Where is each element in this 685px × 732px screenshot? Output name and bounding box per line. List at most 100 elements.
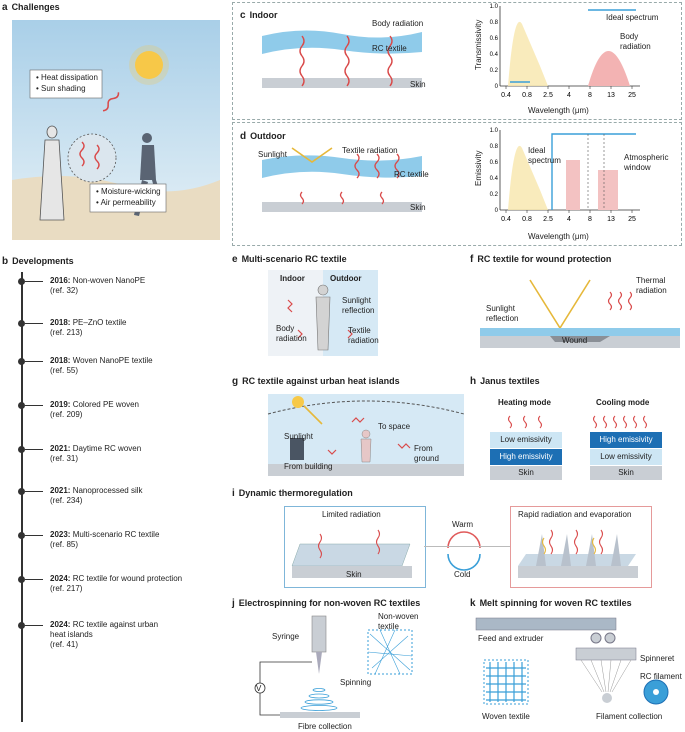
person-robed-icon [39, 125, 65, 221]
e-textile: Textile [348, 326, 371, 335]
chart-x-tick-label: 25 [628, 216, 636, 223]
chart-y-tick-label: 0.8 [490, 144, 499, 150]
sun-icon [135, 51, 163, 79]
chart1-body-label: Body [620, 32, 639, 41]
chart2-ideal2: spectrum [528, 156, 561, 165]
e-indoor: Indoor [280, 274, 305, 283]
chart-y-tick-label: 0.4 [490, 176, 499, 182]
chart-x-tick-label: 0.4 [501, 216, 511, 223]
label-body-radiation: Body radiation [372, 19, 424, 28]
chart2-ylabel: Emissivity [474, 150, 483, 186]
chart2-atm1: Atmospheric [624, 153, 669, 162]
solar-spectrum-area [508, 145, 548, 210]
i-left-scene [291, 529, 412, 578]
i-warm: Warm [452, 520, 474, 529]
g-to-space: To space [378, 422, 411, 431]
timeline-item: 2021: Nanoprocessed silk(ref. 234) [50, 486, 143, 505]
panel-c-textile [262, 30, 422, 88]
i-left-box [284, 506, 426, 588]
chart-x-tick-label: 4 [567, 216, 571, 223]
panel-a-scene [12, 20, 220, 240]
timeline-dot [18, 576, 25, 583]
timeline-item: 2021: Daytime RC woven(ref. 31) [50, 444, 142, 463]
label-moisture: • Moisture-wicking [96, 187, 161, 196]
chart2-atm2: window [624, 163, 651, 172]
timeline-dot [18, 446, 25, 453]
e-body: Body [276, 324, 295, 333]
person-icon [315, 284, 331, 351]
j-spinning: Spinning [340, 678, 372, 687]
extruder-icon [475, 617, 617, 631]
timeline-tick [25, 323, 43, 324]
cycle-arrows-icon [447, 531, 481, 571]
i-connector [424, 546, 510, 547]
panel-j-scene [254, 615, 413, 718]
building-icon [290, 438, 304, 460]
f-thermal: Thermal [636, 276, 666, 285]
i-cold: Cold [454, 570, 471, 579]
panel-d-textile [262, 147, 422, 212]
h-cool-high: High emissivity [590, 432, 662, 448]
chart-y-tick-label: 0 [495, 84, 499, 90]
h-heat-high: High emissivity [490, 449, 562, 465]
label-skin-d: Skin [410, 203, 426, 212]
label-rc-textile: RC textile [372, 44, 407, 53]
timeline-dot [18, 488, 25, 495]
i-rapid: Rapid radiation and evaporation [518, 510, 632, 519]
timeline-dot [18, 622, 25, 629]
f-wound: Wound [562, 336, 588, 345]
timeline-dot [18, 320, 25, 327]
timeline-dot [18, 278, 25, 285]
k-filament-collection: Filament collection [596, 712, 663, 721]
timeline-line [21, 272, 23, 722]
h-cooling-mode: Cooling mode [596, 398, 650, 407]
k-spinneret: Spinneret [640, 654, 675, 663]
h-cool-skin: Skin [590, 466, 662, 480]
g-ground: ground [414, 454, 439, 463]
k-woven-textile: Woven textile [482, 712, 530, 721]
timeline-dot [18, 532, 25, 539]
chart-x-tick-label: 0.8 [522, 216, 532, 223]
timeline-tick [25, 625, 43, 626]
label-skin: Skin [410, 80, 426, 89]
chart2-xlabel: Wavelength (μm) [528, 232, 589, 241]
e-reflection: reflection [342, 306, 375, 315]
f-reflection: reflection [486, 314, 519, 323]
f-sunlight: Sunlight [486, 304, 515, 313]
timeline-tick [25, 281, 43, 282]
body-radiation-area [588, 51, 630, 86]
chart-x-tick-label: 13 [607, 92, 615, 99]
sun-icon-g [292, 396, 304, 408]
label-heat-dissipation: • Heat dissipation [36, 73, 98, 82]
chart-y-tick-label: 0.2 [490, 68, 499, 74]
chart-y-tick-label: 0.2 [490, 192, 499, 198]
spinneret-icon [575, 647, 637, 661]
e-outdoor: Outdoor [330, 274, 362, 283]
chart1-ideal-label: Ideal spectrum [606, 13, 659, 22]
h-heat-low: Low emissivity [490, 432, 562, 448]
chart-x-tick-label: 25 [628, 92, 636, 99]
k-feed-extruder: Feed and extruder [478, 634, 544, 643]
chart-y-tick-label: 1.0 [490, 4, 499, 10]
atm-band-1 [566, 160, 580, 210]
timeline-tick [25, 405, 43, 406]
chart-x-tick-label: 2.5 [543, 92, 553, 99]
person-icon-g [360, 429, 372, 463]
timeline-tick [25, 579, 43, 580]
chart-x-tick-label: 0.4 [501, 92, 511, 99]
j-textile: textile [378, 622, 399, 631]
label-rc-textile-d: RC textile [394, 170, 429, 179]
timeline-tick [25, 361, 43, 362]
label-sun-shading: • Sun shading [36, 84, 86, 93]
f-radiation: radiation [636, 286, 667, 295]
